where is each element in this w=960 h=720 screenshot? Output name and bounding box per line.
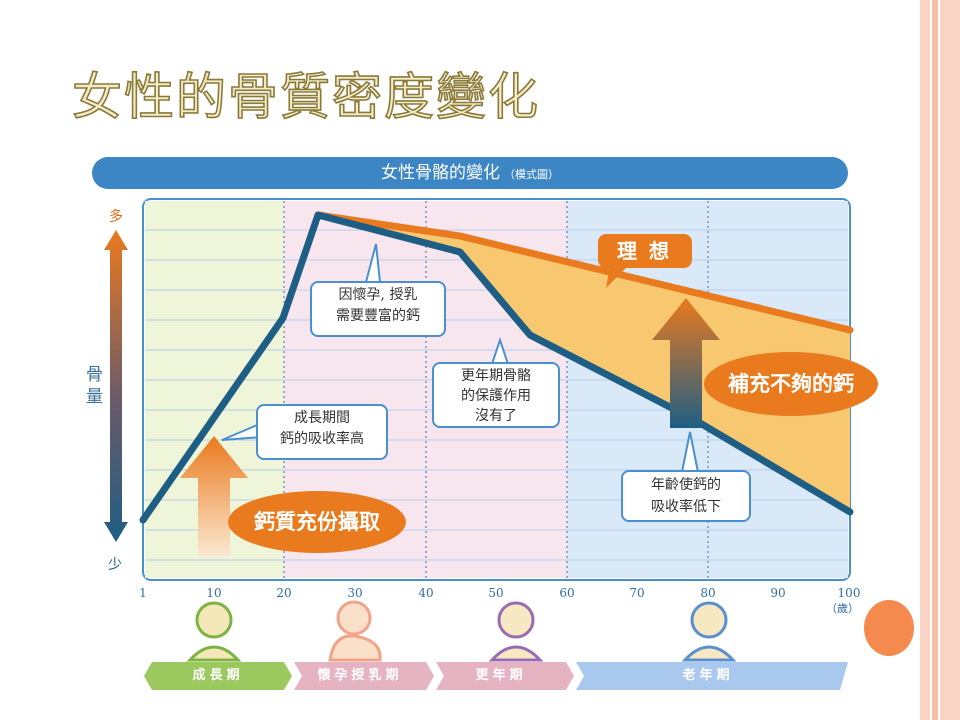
right-stripe-1 [920, 0, 930, 720]
callout-pregnancy: 因懷孕, 授乳 需要豐富的鈣 [310, 281, 446, 337]
stage-pregnancy: 懷孕授乳期 [317, 668, 403, 683]
oval-calcium-supplement: 補充不夠的鈣 [704, 352, 878, 416]
y-bottom-label: 少 [108, 557, 122, 573]
callout-menopause: 更年期骨骼 的保護作用 沒有了 [432, 362, 560, 428]
y-axis-label: 骨量 [86, 365, 103, 407]
x-tick-30: 30 [347, 586, 363, 600]
right-stripe-2 [932, 0, 938, 720]
x-tick-1: 1 [139, 586, 147, 600]
stage-bar-pregnancy [294, 662, 434, 690]
x-tick-70: 70 [629, 586, 645, 600]
stage-bar-growth [144, 662, 292, 690]
x-tick-80: 80 [700, 586, 716, 600]
intake-up-arrow [180, 436, 248, 556]
stage-old-age: 老年期 [682, 668, 734, 683]
x-tick-50: 50 [488, 586, 504, 600]
figure-old-age [681, 601, 737, 662]
x-tick-100: 100 [837, 586, 861, 600]
stage-bar-old-age [576, 662, 848, 690]
stage-growth: 成長期 [192, 668, 244, 683]
banner-title: 女性骨骼的變化 [381, 163, 500, 183]
x-tick-10: 10 [206, 586, 222, 600]
stage-bar-menopause [436, 662, 574, 690]
diagram-banner: 女性骨骼的變化 （模式圖） [92, 157, 848, 189]
x-tick-20: 20 [276, 586, 292, 600]
right-stripe-3 [940, 0, 960, 720]
figure-menopause [488, 601, 544, 662]
x-axis-unit: （歲） [826, 602, 859, 615]
figure-pregnancy [328, 600, 382, 662]
decorative-orange-circle [864, 600, 914, 656]
ideal-label: 理想 [598, 234, 692, 268]
callout-aging: 年齡使鈣的 吸收率低下 [621, 470, 751, 522]
supplement-up-arrow [652, 298, 720, 428]
stage-menopause: 更年期 [475, 668, 527, 683]
ideal-label-tail [606, 266, 628, 288]
ideal-line [314, 211, 854, 334]
x-tick-60: 60 [559, 586, 575, 600]
figure-growth [186, 601, 242, 662]
banner-subtitle: （模式圖） [504, 168, 559, 181]
x-tick-40: 40 [418, 586, 434, 600]
oval-calcium-intake: 鈣質充份攝取 [228, 491, 406, 553]
x-tick-90: 90 [770, 586, 786, 600]
y-top-label: 多 [109, 209, 123, 225]
y-axis-arrow [104, 230, 128, 542]
slide-title: 女性的骨質密度變化 [71, 68, 540, 126]
callout-growth: 成長期間 鈣的吸收率高 [256, 404, 388, 460]
